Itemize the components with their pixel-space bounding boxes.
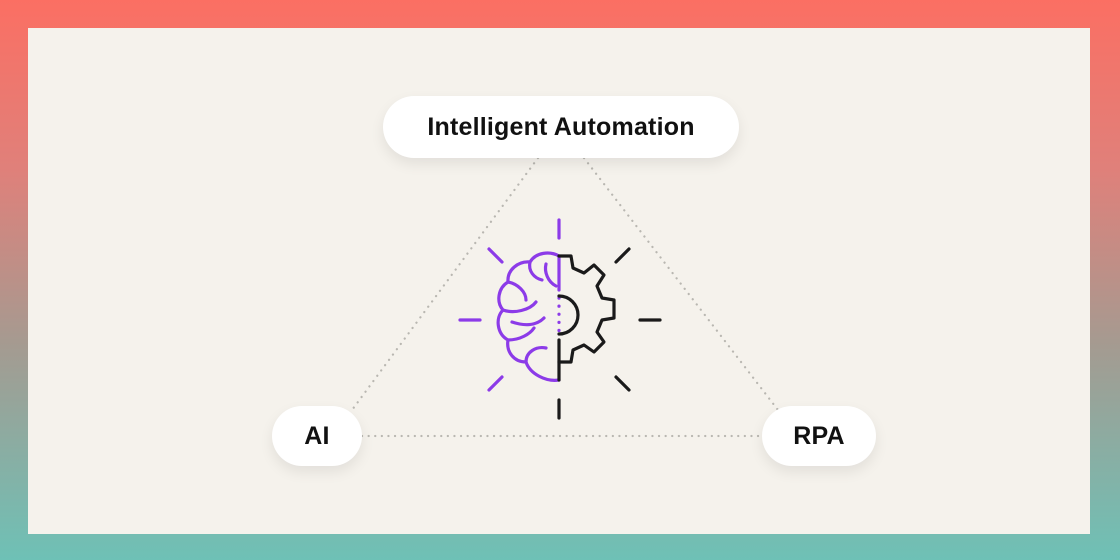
node-label: RPA xyxy=(793,421,845,450)
connector-top-left xyxy=(350,156,540,412)
node-rpa: RPA xyxy=(762,406,876,466)
radiating-lines xyxy=(458,218,662,420)
node-label: Intelligent Automation xyxy=(427,112,695,141)
ray-bottom-left xyxy=(487,375,504,392)
node-ai: AI xyxy=(272,406,362,466)
gear-icon xyxy=(557,254,616,364)
ray-bottom-right xyxy=(614,375,631,392)
brain-icon xyxy=(496,251,561,382)
ray-top-right xyxy=(614,247,631,264)
connector-top-right xyxy=(582,156,780,412)
ray-top-left xyxy=(487,247,504,264)
node-label: AI xyxy=(304,421,330,450)
node-intelligent-automation: Intelligent Automation xyxy=(383,96,739,158)
